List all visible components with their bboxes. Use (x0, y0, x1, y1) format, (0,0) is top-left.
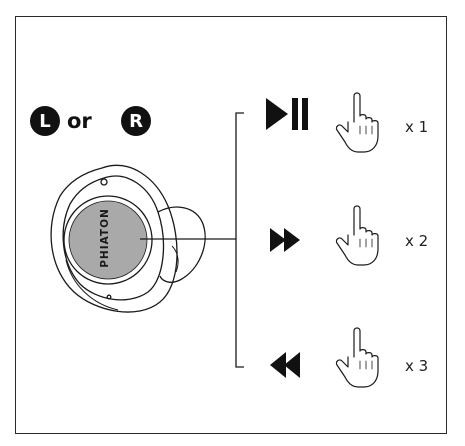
tap-hand-icon (335, 92, 379, 153)
touch-pad-surface (68, 200, 148, 280)
left-label: L (39, 110, 51, 132)
rewind-icon (270, 352, 300, 378)
right-earbud-badge: R (121, 106, 151, 136)
left-earbud-badge: L (30, 106, 60, 136)
brand-logo: PHIATON (95, 198, 115, 278)
fast-forward-icon (270, 228, 300, 252)
right-label: R (129, 110, 143, 132)
earbud-shell (50, 164, 178, 313)
play-pause-icon (266, 98, 308, 130)
ear-tip (157, 206, 206, 283)
gesture-bracket (235, 112, 244, 368)
tap-hand-icon (335, 327, 379, 388)
tap-count-play-pause: x 1 (405, 118, 429, 136)
or-label: or (67, 109, 92, 133)
diagram-frame (15, 16, 447, 434)
tap-count-previous-track: x 3 (405, 357, 429, 375)
earbud-illustration (50, 164, 206, 313)
tap-hand-icon (335, 205, 379, 266)
tap-count-next-track: x 2 (405, 232, 429, 250)
brand-text: PHIATON (99, 208, 112, 268)
